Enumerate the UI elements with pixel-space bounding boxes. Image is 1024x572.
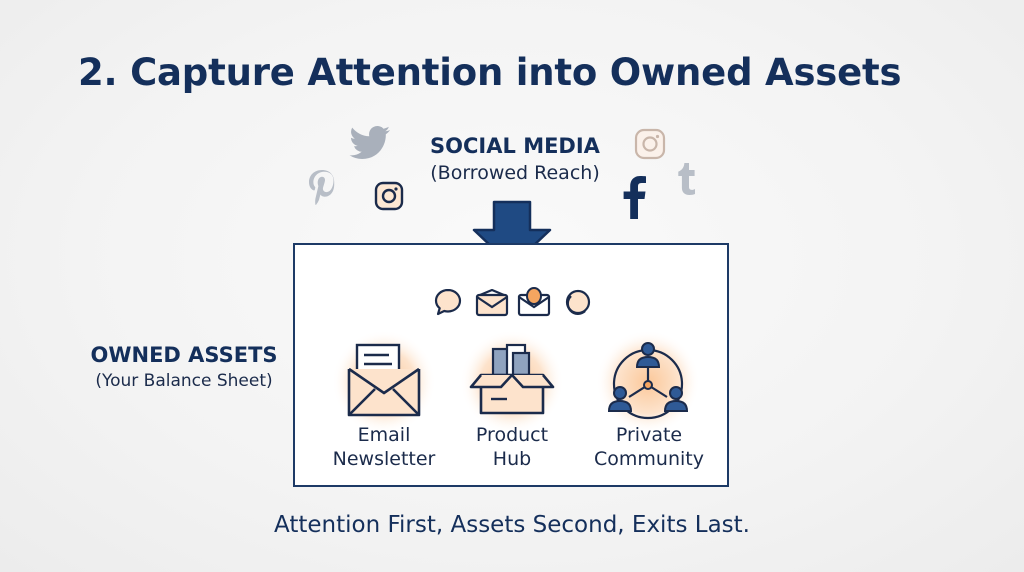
page-title: 2. Capture Attention into Owned Assets [78,51,902,94]
asset-label-line: Hub [492,448,532,470]
asset-label-line: Product [475,424,549,446]
tumblr-icon [676,162,698,196]
asset-label-line: Private [615,424,683,446]
asset-label-product: Product Hub [447,423,577,471]
asset-label-line: Community [594,448,704,470]
community-network-icon [593,327,703,437]
facebook-icon [620,175,648,219]
owned-assets-subheading: (Your Balance Sheet) [95,371,273,391]
tagline: Attention First, Assets Second, Exits La… [274,512,750,538]
twitter-icon [348,125,392,163]
social-media-label: SOCIAL MEDIA (Borrowed Reach) [410,132,620,186]
asset-label-community: Private Community [579,423,719,471]
owned-assets-label: OWNED ASSETS (Your Balance Sheet) [60,342,308,393]
asset-label-email: Email Newsletter [319,423,449,471]
social-media-subheading: (Borrowed Reach) [430,162,600,184]
social-media-heading: SOCIAL MEDIA [430,134,600,158]
product-box-icon [457,327,567,437]
pinterest-icon [306,168,338,206]
asset-label-line: Email [357,424,411,446]
envelope-icon [475,289,509,317]
owned-assets-heading: OWNED ASSETS [90,343,278,367]
asset-label-line: Newsletter [332,448,436,470]
mail-badge-icon [517,285,551,317]
chat-bubble-icon [433,287,463,317]
instagram-icon [634,128,666,160]
envelope-letter-icon [329,327,439,437]
instagram-icon [374,181,404,211]
owned-assets-box: Email Newsletter Product Hub [293,243,729,487]
refresh-circle-icon [563,287,593,317]
